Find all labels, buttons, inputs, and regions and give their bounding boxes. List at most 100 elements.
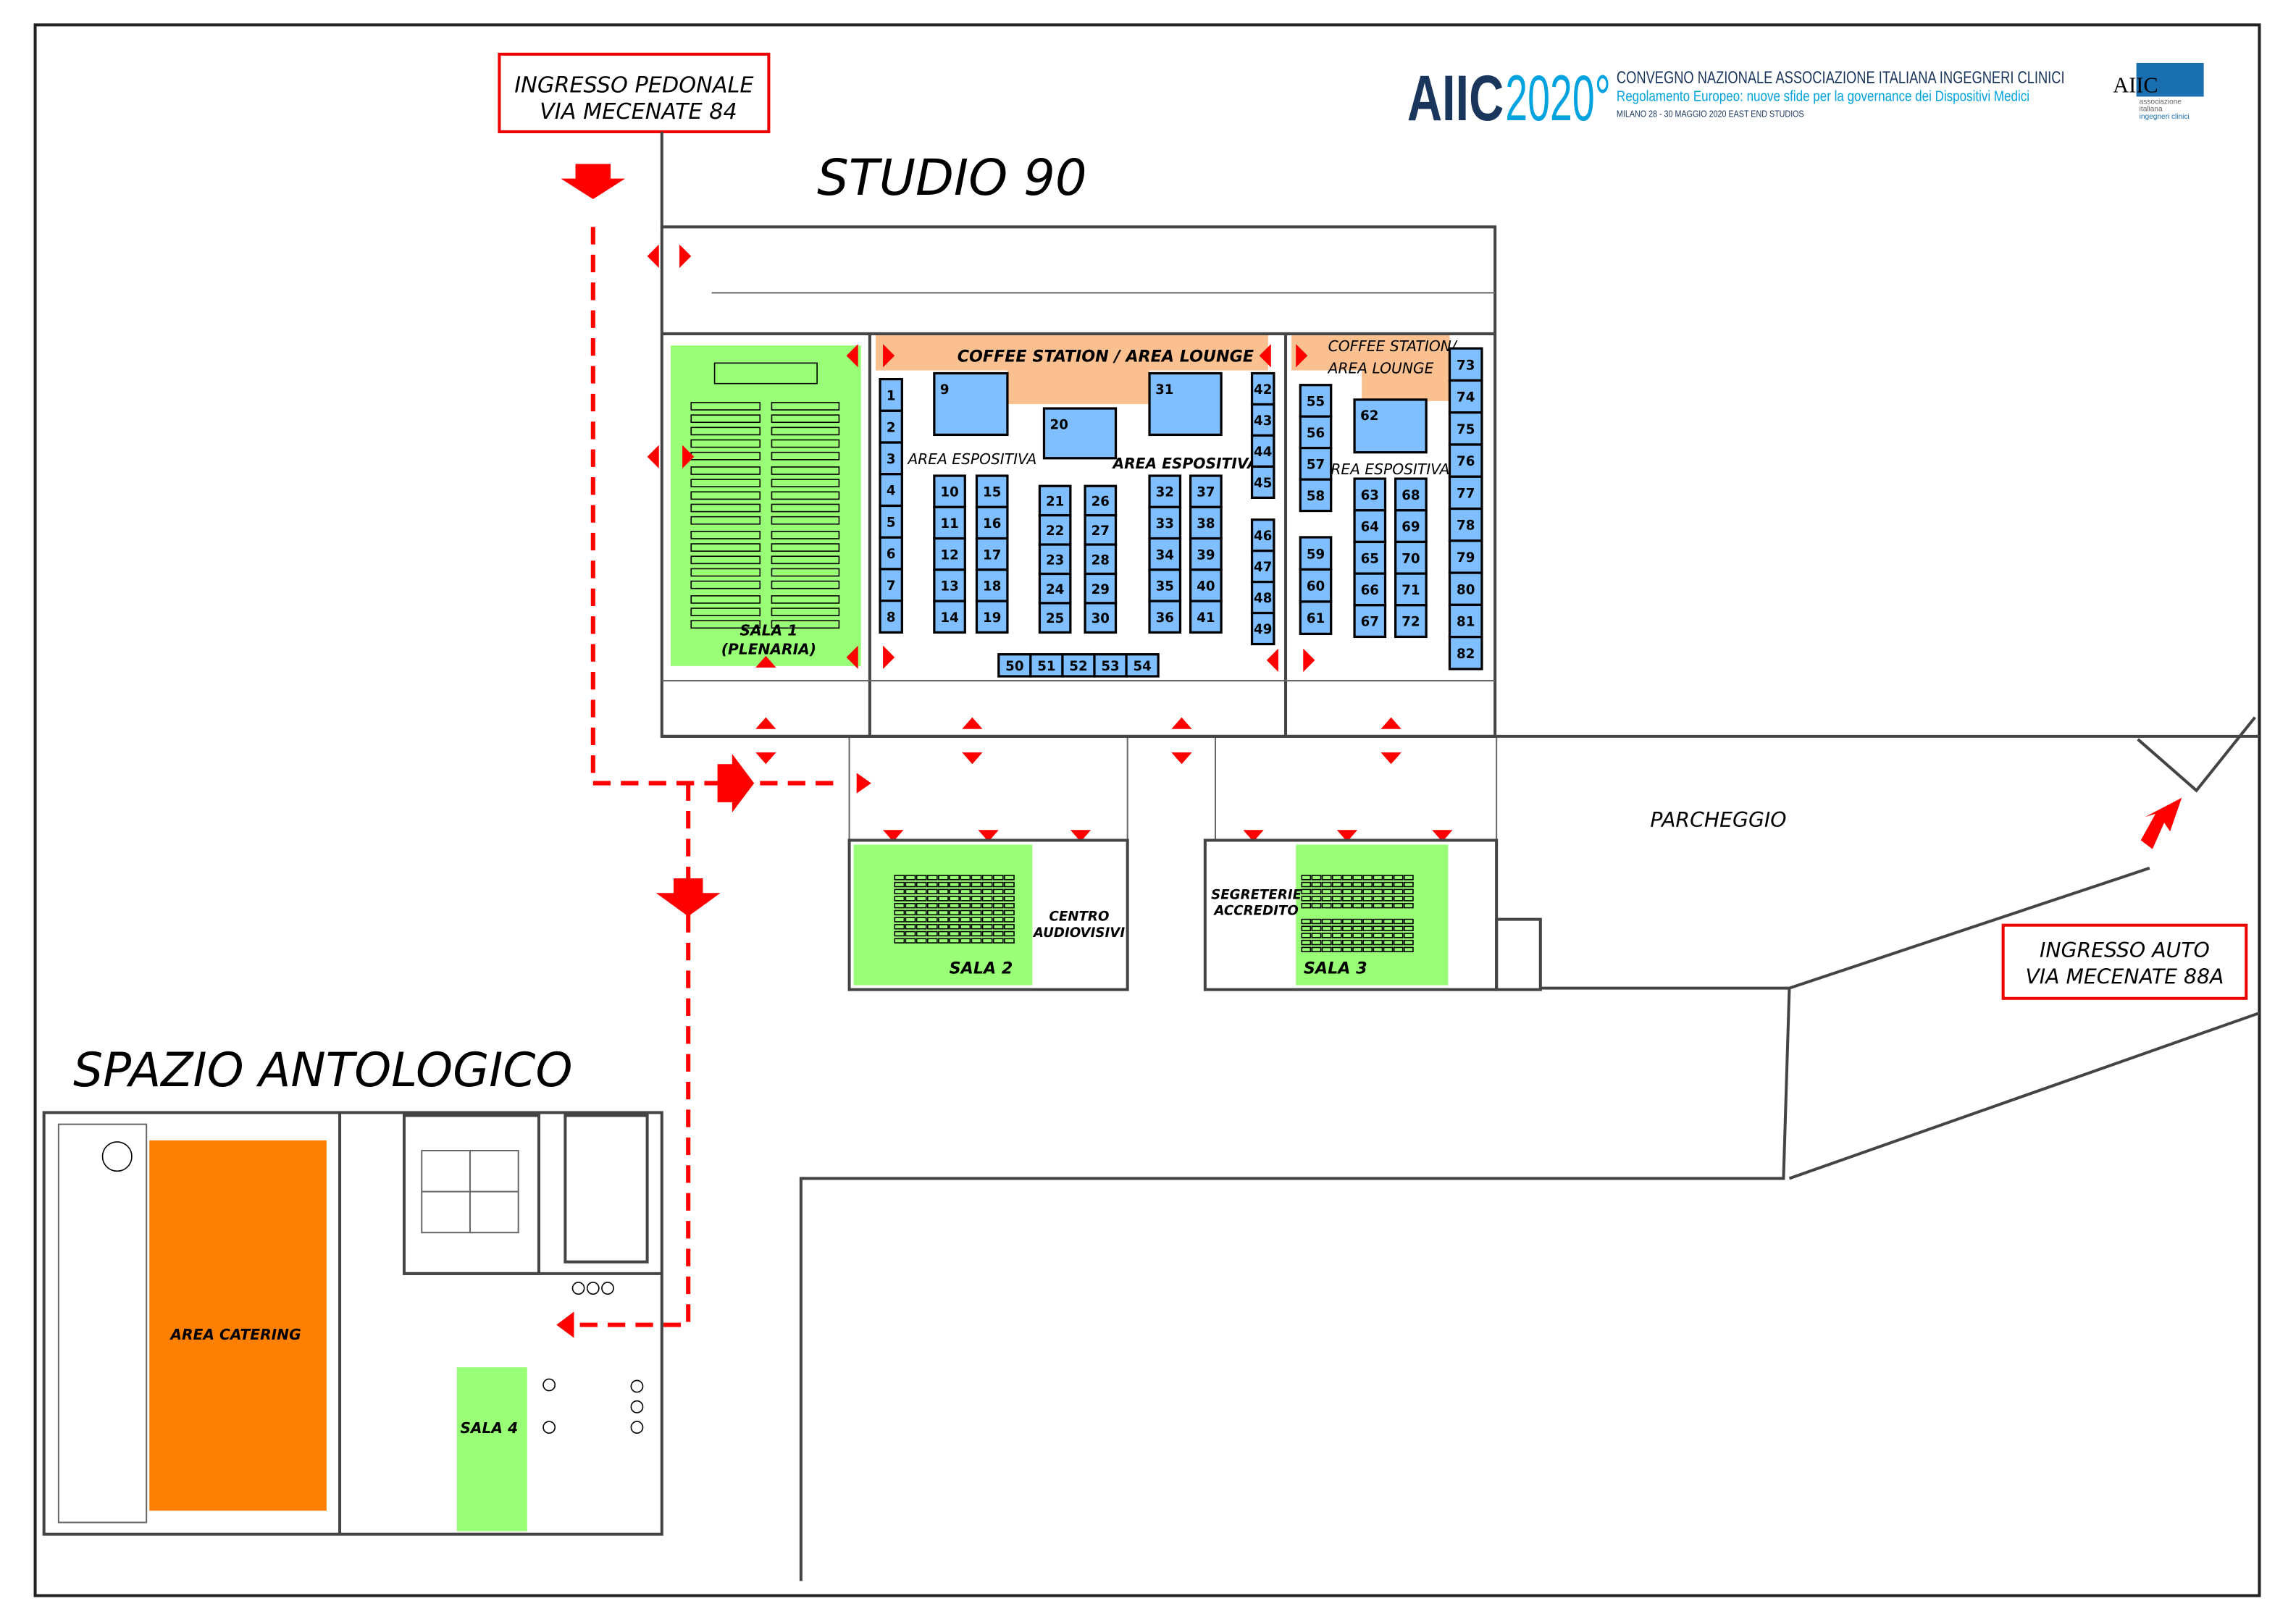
- booth-28[interactable]: 28: [1084, 543, 1118, 576]
- booth-number: 71: [1402, 583, 1420, 598]
- booth-60[interactable]: 60: [1299, 568, 1333, 603]
- booth-11[interactable]: 11: [933, 505, 966, 540]
- booth-71[interactable]: 71: [1394, 572, 1428, 607]
- seat: [938, 924, 949, 930]
- booth-7[interactable]: 7: [879, 568, 903, 602]
- booth-4[interactable]: 4: [879, 473, 903, 508]
- booth-22[interactable]: 22: [1038, 514, 1072, 546]
- booth-67[interactable]: 67: [1353, 604, 1387, 639]
- booth-34[interactable]: 34: [1148, 537, 1182, 571]
- booth-30[interactable]: 30: [1084, 602, 1118, 634]
- booth-12[interactable]: 12: [933, 537, 966, 571]
- booth-78[interactable]: 78: [1448, 507, 1483, 542]
- booth-39[interactable]: 39: [1189, 537, 1223, 571]
- booth-48[interactable]: 48: [1250, 580, 1275, 615]
- booth-26[interactable]: 26: [1084, 484, 1118, 517]
- booth-20[interactable]: 20: [1042, 407, 1118, 460]
- booth-16[interactable]: 16: [975, 505, 1009, 540]
- booth-27[interactable]: 27: [1084, 514, 1118, 546]
- booth-66[interactable]: 66: [1353, 572, 1387, 607]
- booth-13[interactable]: 13: [933, 568, 966, 602]
- booth-57[interactable]: 57: [1299, 447, 1333, 481]
- booth-40[interactable]: 40: [1189, 568, 1223, 602]
- booth-number: 45: [1254, 476, 1272, 491]
- booth-45[interactable]: 45: [1250, 465, 1275, 499]
- booth-19[interactable]: 19: [975, 600, 1009, 634]
- booth-29[interactable]: 29: [1084, 572, 1118, 605]
- booth-43[interactable]: 43: [1250, 403, 1275, 437]
- booth-75[interactable]: 75: [1448, 411, 1483, 446]
- booth-14[interactable]: 14: [933, 600, 966, 634]
- booth-76[interactable]: 76: [1448, 443, 1483, 478]
- booth-36[interactable]: 36: [1148, 600, 1182, 634]
- booth-65[interactable]: 65: [1353, 540, 1387, 575]
- booth-77[interactable]: 77: [1448, 475, 1483, 510]
- seat: [949, 917, 960, 923]
- booth-61[interactable]: 61: [1299, 600, 1333, 635]
- booth-42[interactable]: 42: [1250, 371, 1275, 406]
- booth-3[interactable]: 3: [879, 441, 903, 476]
- booth-70[interactable]: 70: [1394, 540, 1428, 575]
- booth-74[interactable]: 74: [1448, 379, 1483, 414]
- booth-82[interactable]: 82: [1448, 636, 1483, 671]
- booth-55[interactable]: 55: [1299, 384, 1333, 418]
- booth-31[interactable]: 31: [1148, 371, 1223, 437]
- booth-47[interactable]: 47: [1250, 550, 1275, 584]
- booth-number: 72: [1402, 615, 1420, 630]
- booth-21[interactable]: 21: [1038, 484, 1072, 517]
- booth-81[interactable]: 81: [1448, 603, 1483, 639]
- booth-62[interactable]: 62: [1353, 398, 1428, 454]
- booth-number: 37: [1197, 485, 1215, 500]
- booth-10[interactable]: 10: [933, 474, 966, 508]
- booth-79[interactable]: 79: [1448, 539, 1483, 574]
- booth-73[interactable]: 73: [1448, 347, 1483, 382]
- booth-54[interactable]: 54: [1125, 653, 1160, 678]
- booth-25[interactable]: 25: [1038, 602, 1072, 634]
- booth-17[interactable]: 17: [975, 537, 1009, 571]
- booth-63[interactable]: 63: [1353, 477, 1387, 512]
- booth-56[interactable]: 56: [1299, 415, 1333, 450]
- booth-80[interactable]: 80: [1448, 571, 1483, 606]
- assoc-line-2: italiana: [2140, 106, 2163, 114]
- booth-72[interactable]: 72: [1394, 604, 1428, 639]
- booth-38[interactable]: 38: [1189, 505, 1223, 540]
- arrow-right-icon: [883, 645, 895, 669]
- booth-37[interactable]: 37: [1189, 474, 1223, 508]
- booth-51[interactable]: 51: [1029, 653, 1064, 678]
- booth-50[interactable]: 50: [997, 653, 1032, 678]
- booth-53[interactable]: 53: [1093, 653, 1128, 678]
- booth-64[interactable]: 64: [1353, 509, 1387, 544]
- booth-18[interactable]: 18: [975, 568, 1009, 602]
- booth-69[interactable]: 69: [1394, 509, 1428, 544]
- booth-32[interactable]: 32: [1148, 474, 1182, 508]
- booth-9[interactable]: 9: [933, 371, 1009, 437]
- booth-58[interactable]: 58: [1299, 478, 1333, 513]
- booth-41[interactable]: 41: [1189, 600, 1223, 634]
- booth-35[interactable]: 35: [1148, 568, 1182, 602]
- booth-33[interactable]: 33: [1148, 505, 1182, 540]
- booth-23[interactable]: 23: [1038, 543, 1072, 576]
- booth-59[interactable]: 59: [1299, 536, 1333, 571]
- booth-1[interactable]: 1: [879, 377, 903, 412]
- arrow-down-icon: [978, 830, 999, 842]
- booth-8[interactable]: 8: [879, 600, 903, 634]
- booth-46[interactable]: 46: [1250, 518, 1275, 552]
- booth-number: 50: [1005, 659, 1023, 674]
- booth-6[interactable]: 6: [879, 536, 903, 571]
- booth-52[interactable]: 52: [1061, 653, 1096, 678]
- booth-44[interactable]: 44: [1250, 434, 1275, 468]
- seat-row: [690, 555, 761, 565]
- arrow-left-icon: [647, 244, 659, 268]
- booth-24[interactable]: 24: [1038, 572, 1072, 605]
- booth-number: 17: [983, 547, 1001, 563]
- booth-15[interactable]: 15: [975, 474, 1009, 508]
- seat: [960, 938, 971, 944]
- booth-2[interactable]: 2: [879, 409, 903, 444]
- booth-number: 39: [1197, 547, 1215, 563]
- booth-49[interactable]: 49: [1250, 611, 1275, 646]
- booth-number: 64: [1361, 520, 1379, 535]
- booth-68[interactable]: 68: [1394, 477, 1428, 512]
- booth-5[interactable]: 5: [879, 504, 903, 539]
- booth-number: 46: [1254, 529, 1272, 544]
- seat: [1383, 896, 1394, 902]
